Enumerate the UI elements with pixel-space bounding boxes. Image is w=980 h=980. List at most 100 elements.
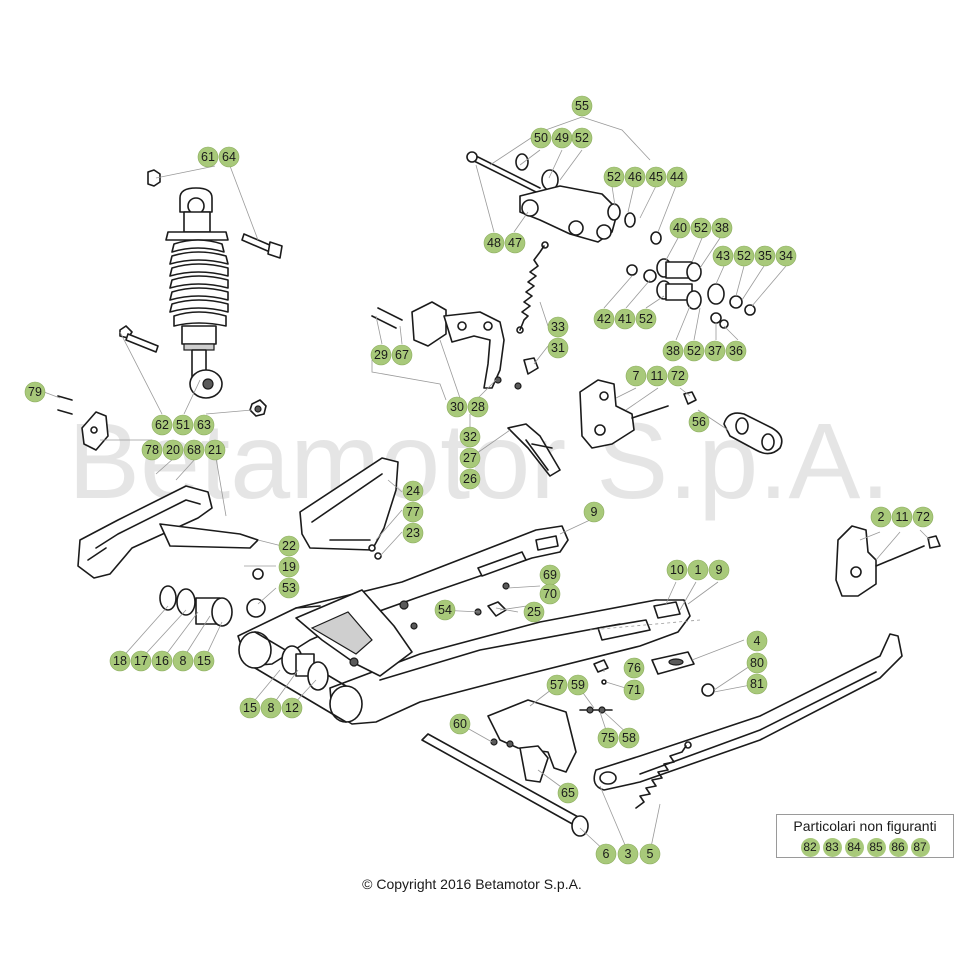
callout-8: 8 bbox=[260, 697, 282, 719]
svg-text:80: 80 bbox=[750, 656, 764, 670]
callout-1: 1 bbox=[687, 559, 709, 581]
callout-49: 49 bbox=[551, 127, 573, 149]
svg-text:63: 63 bbox=[197, 418, 211, 432]
swingarm bbox=[237, 525, 691, 725]
svg-text:31: 31 bbox=[551, 341, 565, 355]
callout-38: 38 bbox=[662, 340, 684, 362]
svg-text:43: 43 bbox=[716, 249, 730, 263]
svg-text:6: 6 bbox=[603, 847, 610, 861]
callout-3: 3 bbox=[617, 843, 639, 865]
chain-slider-plate bbox=[507, 423, 561, 477]
svg-text:70: 70 bbox=[543, 587, 557, 601]
not-shown-item: 87 bbox=[910, 838, 930, 857]
svg-text:44: 44 bbox=[670, 170, 684, 184]
callout-31: 31 bbox=[547, 337, 569, 359]
callout-8: 8 bbox=[172, 650, 194, 672]
callout-72: 72 bbox=[912, 506, 934, 528]
svg-text:59: 59 bbox=[571, 678, 585, 692]
svg-text:18: 18 bbox=[113, 654, 127, 668]
linkage-bushings bbox=[626, 258, 756, 329]
callout-30: 30 bbox=[446, 396, 468, 418]
svg-text:81: 81 bbox=[750, 677, 764, 691]
callout-43: 43 bbox=[712, 245, 734, 267]
callout-25: 25 bbox=[523, 601, 545, 623]
svg-text:62: 62 bbox=[155, 418, 169, 432]
sidestand-bracket bbox=[487, 699, 577, 783]
svg-text:28: 28 bbox=[471, 400, 485, 414]
callout-6: 6 bbox=[595, 843, 617, 865]
callout-27: 27 bbox=[459, 447, 481, 469]
svg-text:11: 11 bbox=[651, 369, 664, 383]
svg-text:52: 52 bbox=[607, 170, 621, 184]
callout-52: 52 bbox=[635, 308, 657, 330]
callout-56: 56 bbox=[688, 411, 710, 433]
svg-text:24: 24 bbox=[406, 484, 420, 498]
svg-text:27: 27 bbox=[463, 451, 477, 465]
callout-4: 4 bbox=[746, 630, 768, 652]
callout-71: 71 bbox=[623, 679, 645, 701]
svg-text:5: 5 bbox=[647, 847, 654, 861]
svg-text:49: 49 bbox=[555, 131, 569, 145]
svg-text:47: 47 bbox=[508, 236, 522, 250]
svg-text:1: 1 bbox=[695, 563, 702, 577]
pivot-bearings-right bbox=[252, 568, 329, 691]
svg-text:46: 46 bbox=[628, 170, 642, 184]
svg-text:50: 50 bbox=[534, 131, 548, 145]
svg-text:15: 15 bbox=[243, 701, 257, 715]
svg-text:52: 52 bbox=[575, 131, 589, 145]
parts-not-shown-list: 82 83 84 85 86 87 bbox=[777, 838, 953, 857]
svg-text:45: 45 bbox=[649, 170, 663, 184]
chain-tensioner-bracket bbox=[371, 301, 522, 390]
svg-text:55: 55 bbox=[575, 99, 589, 113]
not-shown-item: 83 bbox=[822, 838, 842, 857]
callout-68: 68 bbox=[183, 439, 205, 461]
svg-text:77: 77 bbox=[406, 505, 420, 519]
callout-21: 21 bbox=[204, 439, 226, 461]
svg-text:38: 38 bbox=[715, 221, 729, 235]
callout-62: 62 bbox=[151, 414, 173, 436]
svg-text:20: 20 bbox=[166, 443, 180, 457]
callout-60: 60 bbox=[449, 713, 471, 735]
callout-70: 70 bbox=[539, 583, 561, 605]
svg-text:48: 48 bbox=[487, 236, 501, 250]
spring-33 bbox=[516, 241, 549, 334]
copyright-text: © Copyright 2016 Betamotor S.p.A. bbox=[362, 876, 582, 892]
svg-text:61: 61 bbox=[201, 150, 215, 164]
callout-10: 10 bbox=[666, 559, 688, 581]
svg-text:52: 52 bbox=[737, 249, 751, 263]
chain-guide bbox=[77, 485, 259, 579]
svg-text:26: 26 bbox=[463, 472, 477, 486]
callout-64: 64 bbox=[218, 146, 240, 168]
svg-text:9: 9 bbox=[591, 505, 598, 519]
callout-9: 9 bbox=[708, 559, 730, 581]
callout-11: 11 bbox=[646, 365, 668, 387]
callout-23: 23 bbox=[402, 522, 424, 544]
callout-63: 63 bbox=[193, 414, 215, 436]
svg-text:30: 30 bbox=[450, 400, 464, 414]
callout-55: 55 bbox=[571, 95, 593, 117]
not-shown-item: 85 bbox=[866, 838, 886, 857]
svg-text:78: 78 bbox=[145, 443, 159, 457]
callout-54: 54 bbox=[434, 599, 456, 621]
callout-34: 34 bbox=[775, 245, 797, 267]
not-shown-item: 82 bbox=[800, 838, 820, 857]
svg-text:52: 52 bbox=[687, 344, 701, 358]
callout-52: 52 bbox=[603, 166, 625, 188]
svg-text:29: 29 bbox=[374, 348, 388, 362]
svg-text:68: 68 bbox=[187, 443, 201, 457]
svg-text:2: 2 bbox=[878, 510, 885, 524]
callout-32: 32 bbox=[459, 426, 481, 448]
callout-36: 36 bbox=[725, 340, 747, 362]
chain-pad-4 bbox=[651, 651, 695, 675]
svg-text:36: 36 bbox=[729, 344, 743, 358]
pivot-bearings-left bbox=[159, 585, 266, 627]
callout-24: 24 bbox=[402, 480, 424, 502]
shock-bolts bbox=[119, 169, 283, 417]
svg-text:11: 11 bbox=[896, 510, 909, 524]
callout-50: 50 bbox=[530, 127, 552, 149]
svg-text:16: 16 bbox=[155, 654, 169, 668]
svg-text:54: 54 bbox=[438, 603, 452, 617]
svg-text:25: 25 bbox=[527, 605, 541, 619]
callout-81: 81 bbox=[746, 673, 768, 695]
svg-text:79: 79 bbox=[28, 385, 42, 399]
